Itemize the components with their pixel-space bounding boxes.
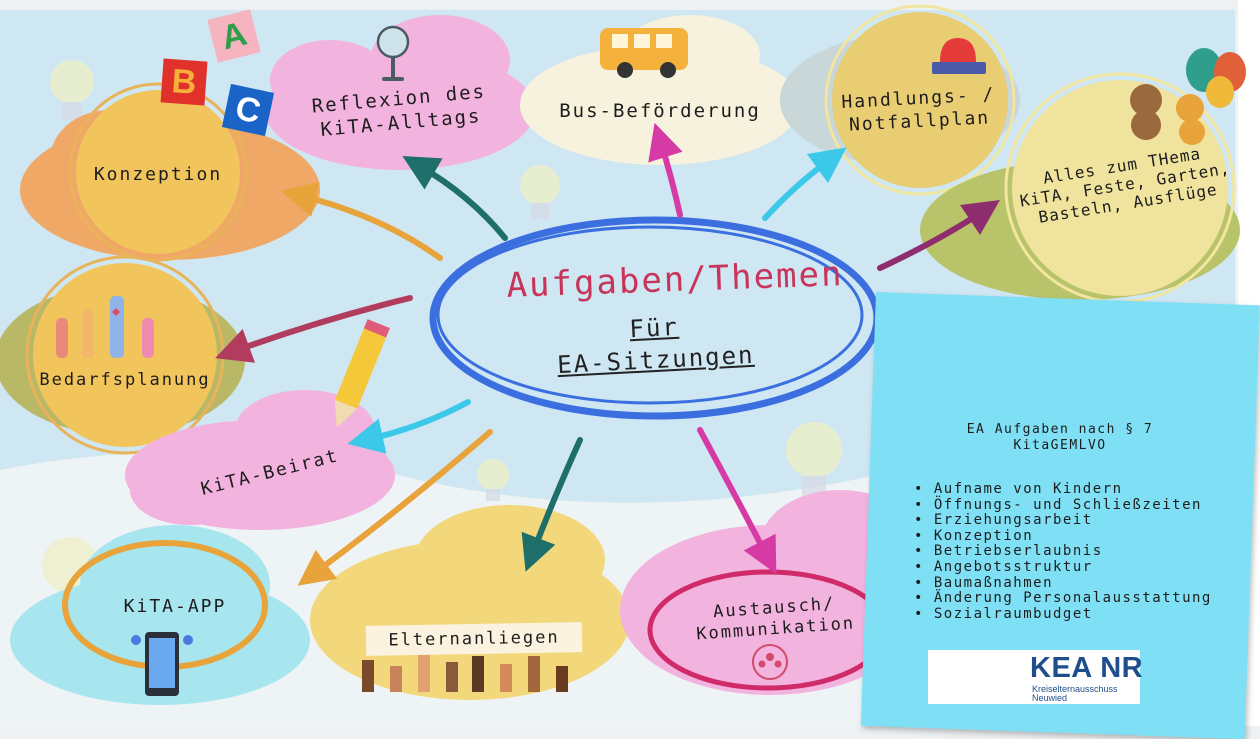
kea-logo-subtitle-line1: Kreiselternausschuss — [1032, 684, 1118, 694]
arrow-konzeption — [280, 181, 443, 261]
note-list-item: Konzeption — [914, 528, 1212, 545]
arrow-beirat — [347, 399, 471, 454]
arrow-alles — [877, 200, 1000, 271]
animal-friends-icon — [1130, 84, 1205, 145]
node-konzeption: Konzeption — [93, 164, 223, 185]
cloud-alles — [920, 72, 1240, 304]
arrow-eltern — [521, 437, 583, 572]
node-eltern: Elternanliegen — [365, 622, 583, 656]
hands-raised-row-icon — [362, 654, 568, 692]
lightbulb-icon — [50, 60, 94, 120]
cloud-eltern — [310, 505, 630, 700]
cloud-konzeption — [20, 82, 320, 262]
kea-logo-subtitle: Kreiselternausschuss Neuwied — [1032, 685, 1118, 703]
phone-app-icon — [131, 632, 193, 696]
siren-icon — [932, 38, 986, 74]
node-handlungs: Handlungs- / Notfallplan — [833, 84, 1005, 138]
letter-block-b: B — [160, 58, 208, 106]
note-list: Aufname von Kindern Öffnungs- und Schlie… — [914, 481, 1212, 623]
arrow-handlungs — [762, 147, 847, 221]
kea-logo-box — [928, 650, 1140, 704]
center-ring-inner — [436, 225, 864, 405]
note-list-item: Öffnungs- und Schließzeiten — [914, 497, 1212, 514]
note-list-item: Erziehungsarbeit — [914, 513, 1212, 529]
balloons-icon — [1186, 48, 1246, 108]
cloud-reflexion — [265, 15, 535, 170]
arrow-reflexion — [402, 156, 508, 241]
arrow-bus — [648, 122, 683, 218]
note-list-item: Aufname von Kindern — [914, 481, 1212, 498]
arrow-bedarf — [215, 295, 413, 363]
lightbulb-icon — [520, 165, 560, 219]
cloud-beirat — [125, 390, 395, 530]
bus-icon — [600, 28, 688, 78]
arrow-austausch — [697, 427, 777, 574]
note-list-item: Sozialraumbudget — [914, 606, 1212, 623]
arrows — [215, 122, 1000, 586]
note-list-item: Betriebserlaubnis — [914, 544, 1212, 560]
mirror-icon — [376, 25, 410, 81]
letter-block-c: C — [221, 83, 275, 137]
node-bus: Bus-Beförderung — [559, 100, 761, 122]
raised-hands-icon — [56, 296, 154, 358]
note-list-item: Angebotsstruktur — [914, 559, 1212, 576]
note-list-item: Änderung Personalausstattung — [914, 591, 1212, 607]
note-title-line1: EA Aufgaben nach § 7 — [966, 422, 1154, 437]
node-bedarf: Bedarfsplanung — [39, 370, 211, 390]
lightbulb-icon — [477, 459, 509, 501]
arrow-app — [297, 429, 493, 586]
node-app: KiTA-APP — [123, 596, 227, 617]
note-title-line2: KitaGEMLVO — [1013, 438, 1107, 453]
kea-logo-subtitle-line2: Neuwied — [1032, 693, 1068, 703]
note-list-item: Baumaßnahmen — [914, 575, 1212, 592]
community-icon — [752, 644, 788, 680]
pencil-icon — [335, 319, 390, 428]
note-title: EA Aufgaben nach § 7 KitaGEMLVO — [940, 422, 1180, 454]
kea-logo-title: KEA NR — [1030, 652, 1144, 684]
